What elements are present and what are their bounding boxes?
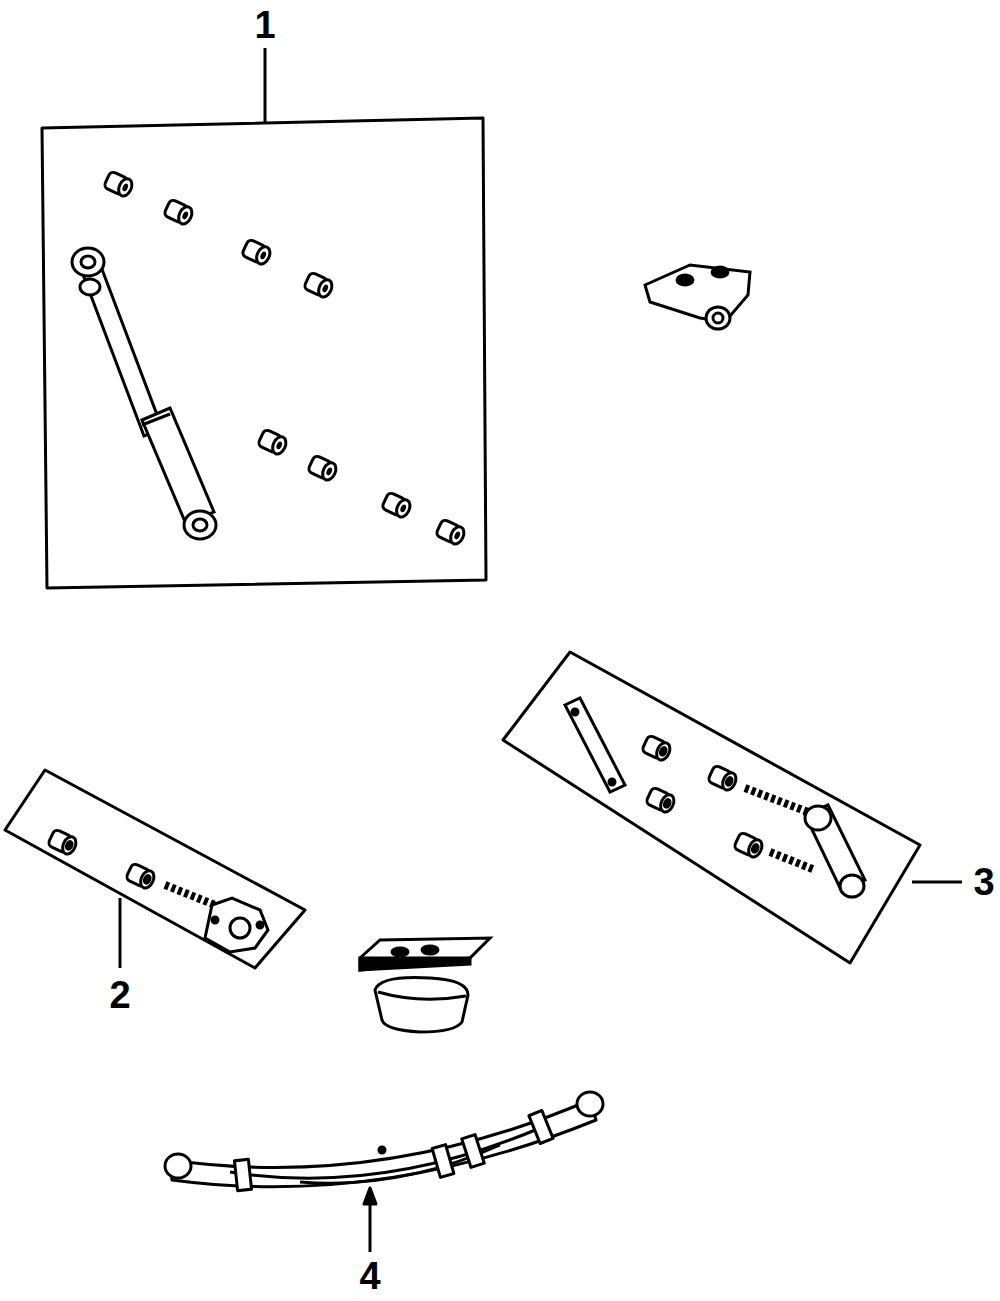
callout-number: 4 xyxy=(356,1256,383,1296)
callout-number: 3 xyxy=(970,862,997,902)
callout-number: 2 xyxy=(106,975,133,1015)
callout-number: 1 xyxy=(251,5,278,45)
